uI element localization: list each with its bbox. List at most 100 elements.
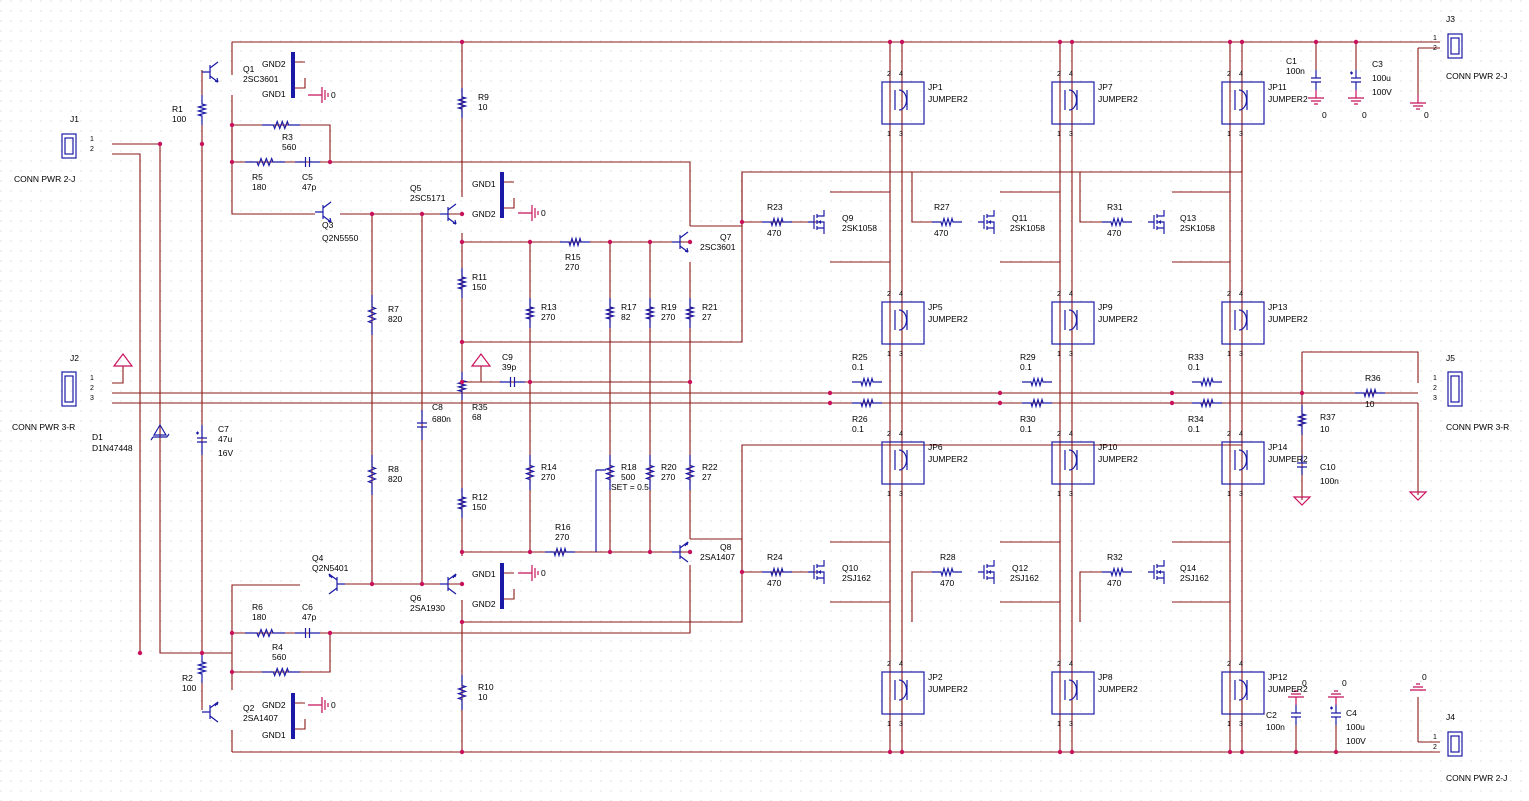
jp14-ref-label: JP14: [1268, 442, 1288, 452]
jp9-pin1-label: 1: [1057, 351, 1061, 358]
r21-resistor: [684, 298, 696, 328]
q11-value-label: 2SK1058: [1010, 223, 1045, 233]
jp1-pin1-label: 1: [887, 131, 891, 138]
r7-ref-label: R7: [388, 304, 399, 314]
jp1-jumper-glyph: [894, 89, 908, 111]
wire: [112, 366, 124, 384]
junction-dot: [899, 39, 905, 45]
jp10-jumper: [1051, 441, 1095, 485]
c6-value-label: 47p: [302, 612, 316, 622]
r25-value-label: 0.1: [852, 362, 864, 372]
r23-ref-label: R23: [767, 202, 783, 212]
q1-gnd2-label: GND2: [262, 59, 286, 69]
junction-dot: [739, 219, 745, 225]
jp2-ref-label: JP2: [928, 672, 943, 682]
q3-ref-label: Q3: [322, 220, 334, 230]
j5-ref-label: J5: [1446, 353, 1455, 363]
r20-ref-label: R20: [661, 462, 677, 472]
junction-dot: [459, 339, 465, 345]
jp5-jumper-glyph: [894, 309, 908, 331]
jp10-pin2-label: 2: [1057, 431, 1061, 438]
jp7-pin3-label: 3: [1069, 131, 1073, 138]
jp6-pin2-label: 2: [887, 431, 891, 438]
jp10-pin1-label: 1: [1057, 491, 1061, 498]
jp13-jumper-glyph: [1234, 309, 1248, 331]
r32-ref-label: R32: [1107, 552, 1123, 562]
r18-ref-label: R18: [621, 462, 637, 472]
q6-gnd1-label: GND1: [472, 569, 496, 579]
c4-capacitor-polarity: [1330, 706, 1333, 710]
junction-dot: [1169, 390, 1175, 396]
j3-value-label: CONN PWR 2-J: [1446, 71, 1507, 81]
r19-ref-label: R19: [661, 302, 677, 312]
junction-dot: [1293, 749, 1299, 755]
jp12-value-label: JUMPER2: [1268, 684, 1308, 694]
j1-connector-inner: [64, 137, 74, 155]
q7-transistor: [672, 231, 689, 253]
jp10-value-label: JUMPER2: [1098, 454, 1138, 464]
r27-resistor: [932, 216, 962, 228]
r13-ref-label: R13: [541, 302, 557, 312]
r3-ref-label: R3: [282, 132, 293, 142]
jp11-pin3-label: 3: [1239, 131, 1243, 138]
jp5-value-label: JUMPER2: [928, 314, 968, 324]
q2-transistor: [202, 701, 219, 723]
junction-dot: [459, 239, 465, 245]
q2-heatsink-bar: [291, 693, 295, 739]
c8-value-label: 680n: [432, 414, 451, 424]
jp2-pin2-label: 2: [887, 661, 891, 668]
r36-resistor: [1355, 387, 1385, 399]
junction-dot: [887, 749, 893, 755]
j3-ref-label: J3: [1446, 14, 1455, 24]
junction-dot: [369, 211, 375, 217]
q9-mosfet: [808, 210, 825, 234]
c3-extra-label: 100V: [1372, 87, 1392, 97]
junction-dot: [1333, 749, 1339, 755]
junction-dot: [229, 122, 235, 128]
c10-value-label: 100n: [1320, 476, 1339, 486]
junction-dot: [459, 749, 465, 755]
r15-value-label: 270: [565, 262, 579, 272]
r11-value-label: 150: [472, 282, 486, 292]
j3-pin1-label: 1: [1433, 35, 1437, 42]
q3-transistor-arrow: [327, 217, 332, 223]
r14-resistor: [524, 455, 536, 490]
jp13-pin3-label: 3: [1239, 351, 1243, 358]
c2-ref-label: C2: [1266, 710, 1277, 720]
jp10-ref-label: JP10: [1098, 442, 1118, 452]
jp7-pin1-label: 1: [1057, 131, 1061, 138]
q5-heatsink-wire: [504, 181, 515, 209]
r13-value-label: 270: [541, 312, 555, 322]
j1-value-label: CONN PWR 2-J: [14, 174, 75, 184]
c3-capacitor: [1351, 70, 1361, 90]
jp10-pin4-label: 4: [1069, 431, 1073, 438]
junction-dot: [1239, 39, 1245, 45]
c4-value-label: 100u: [1346, 722, 1365, 732]
jp12-jumper: [1221, 671, 1265, 715]
junction-dot: [327, 159, 333, 165]
jp6-ref-label: JP6: [928, 442, 943, 452]
junction-dot: [229, 630, 235, 636]
jp7-value-label: JUMPER2: [1098, 94, 1138, 104]
q10-ref-label: Q10: [842, 563, 858, 573]
q12-ref-label: Q12: [1012, 563, 1028, 573]
q1-transistor-arrow: [214, 77, 219, 83]
r28-resistor: [932, 566, 962, 578]
r7-resistor: [366, 295, 378, 335]
jp12-pin2-label: 2: [1227, 661, 1231, 668]
q10-mosfet: [808, 560, 825, 584]
q5-ref-label: Q5: [410, 183, 422, 193]
r8-ref-label: R8: [388, 464, 399, 474]
q6-transistor: [440, 573, 457, 595]
r22-ref-label: R22: [702, 462, 718, 472]
junction-dot: [459, 549, 465, 555]
r31-value-label: 470: [1107, 228, 1121, 238]
r6-ref-label: R6: [252, 602, 263, 612]
r33-ref-label: R33: [1188, 352, 1204, 362]
r4-value-label: 560: [272, 652, 286, 662]
r27-value-label: 470: [934, 228, 948, 238]
q2-gnd2-label: GND2: [262, 700, 286, 710]
q6-gnd2-label: GND2: [472, 599, 496, 609]
q14-ref-label: Q14: [1180, 563, 1196, 573]
